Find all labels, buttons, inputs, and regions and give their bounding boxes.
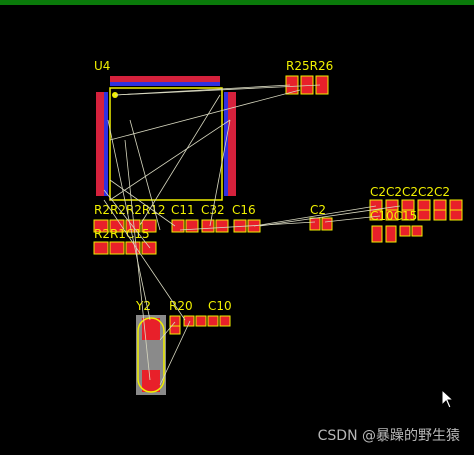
right-capacitor-cluster[interactable]: C2C2C2C2C2 C10C15 <box>369 185 463 243</box>
u4-component[interactable]: U4 <box>94 59 236 201</box>
c2-label: C2 <box>310 203 326 217</box>
u4-pins-right-pad <box>228 92 236 196</box>
r-left2-label: R2R1C15 <box>94 227 150 241</box>
y2-pad-top <box>142 318 160 340</box>
u4-label: U4 <box>94 59 110 73</box>
r25-r26-group[interactable]: R25R26 <box>285 59 333 95</box>
y2-crystal[interactable]: Y2 <box>135 299 166 395</box>
u4-body-outline <box>109 87 223 201</box>
c11-label: C11 <box>171 203 195 217</box>
u4-pins-left-pad <box>96 92 104 196</box>
r20-c8-c10-group[interactable]: R20 C10 <box>169 299 232 335</box>
r-top-label: R25R26 <box>286 59 333 73</box>
c10-label: C10 <box>208 299 232 313</box>
u4-pins-top-pad <box>110 76 220 82</box>
y2-outline <box>137 317 165 393</box>
c16-label: C16 <box>232 203 256 217</box>
c-right-label: C2C2C2C2C2 <box>370 185 450 199</box>
y2-label: Y2 <box>135 299 151 313</box>
ratsnest-lines <box>103 84 401 386</box>
top-green-bar <box>0 0 474 5</box>
mouse-cursor-icon <box>441 389 455 409</box>
watermark: CSDN @暴躁的野生猿 <box>317 428 460 444</box>
r20-label: R20 <box>169 299 193 313</box>
y2-pad-bottom <box>142 370 160 392</box>
c-right2-label: C10C15 <box>370 209 417 223</box>
